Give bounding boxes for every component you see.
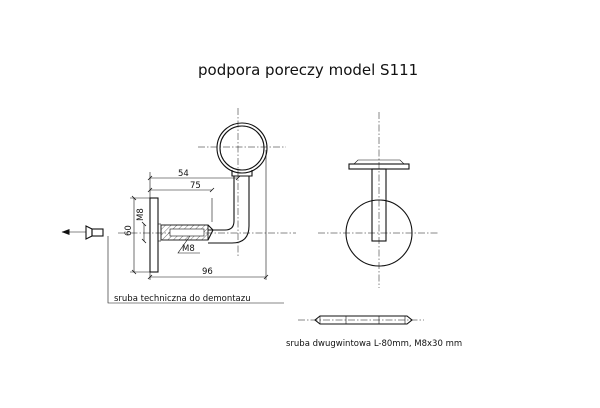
saddle-top-edge <box>353 159 405 165</box>
tube-saddle <box>231 170 253 177</box>
dim-text-60: 60 <box>124 225 134 236</box>
support-bar <box>371 168 387 242</box>
handrail-tube-inner <box>219 125 265 171</box>
m8-leader <box>177 235 200 254</box>
side-view: 54 75 96 60 M8 M8 <box>107 108 296 304</box>
double-screw-label: sruba dwugwintowa L-80mm, M8x30 mm <box>286 339 462 349</box>
screw-shank <box>91 228 104 237</box>
double-threaded-screw <box>298 315 424 325</box>
removal-screw <box>61 225 104 240</box>
wall-plate <box>149 197 159 273</box>
screw-head <box>85 225 93 240</box>
arm-outer-edge <box>208 176 250 244</box>
bolt-chamfer <box>207 224 214 241</box>
dim-text-m8-thread: M8 <box>182 244 195 254</box>
dim-text-75: 75 <box>190 181 201 191</box>
dim-text-96: 96 <box>202 267 213 277</box>
dim-text-54: 54 <box>178 169 189 179</box>
front-view <box>318 112 438 288</box>
removal-screw-label: sruba techniczna do demontazu <box>114 294 251 304</box>
wall-disc <box>345 199 413 267</box>
screw-note-leader <box>107 236 284 304</box>
arm-inner-edge <box>208 176 235 231</box>
dim-text-m8-vertical: M8 <box>136 208 146 221</box>
page-title: podpora poreczy model S111 <box>198 61 418 79</box>
bolt-core <box>169 228 205 237</box>
handrail-tube <box>216 122 268 174</box>
